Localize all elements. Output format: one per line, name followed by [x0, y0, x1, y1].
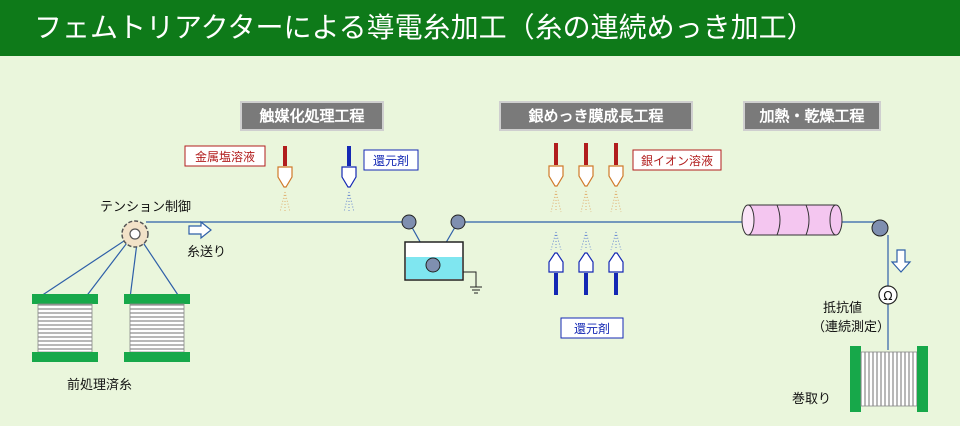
title-bar: フェムトリアクターによる導電糸加工（糸の連続めっき加工） [0, 0, 960, 56]
silver-ion-nozzles [548, 143, 624, 213]
reducer-box-2: 還元剤 [560, 317, 624, 339]
feed-arrow-icon [188, 220, 212, 240]
metal-salt-label: 金属塩溶液 [195, 149, 255, 164]
down-arrow-icon [890, 249, 912, 273]
reducer-nozzles-bottom [548, 231, 624, 295]
resistance-label: 抵抗値 [823, 300, 862, 316]
step-label-catalyst: 触媒化処理工程 [259, 107, 364, 125]
heater-cylinder [741, 204, 843, 236]
metal-salt-box: 金属塩溶液 [184, 145, 266, 167]
winding-spool [850, 346, 928, 412]
spool-right [124, 294, 190, 362]
step-label-drying: 加熱・乾燥工程 [758, 107, 864, 125]
spool-left [32, 294, 98, 362]
feed-label: 糸送り [187, 245, 226, 260]
page-title: フェムトリアクターによる導電糸加工（糸の連続めっき加工） [34, 11, 815, 44]
reducer-label-1: 還元剤 [373, 153, 409, 168]
reducer-box-1: 還元剤 [363, 149, 419, 171]
winding-label: 巻取り [792, 392, 831, 407]
reducer-label-2: 還元剤 [574, 321, 610, 336]
guide-roller [871, 219, 889, 237]
step-box-drying: 加熱・乾燥工程 [743, 101, 881, 131]
silver-ion-nozzle-3 [608, 143, 624, 213]
reducer-nozzle-bottom-3 [608, 231, 624, 295]
silver-ion-nozzle-2 [578, 143, 594, 213]
step-box-silver: 銀めっき膜成長工程 [499, 101, 693, 131]
pretreated-label: 前処理済糸 [67, 377, 132, 393]
silver-ion-box: 銀イオン溶液 [632, 149, 722, 171]
rinse-bath [401, 214, 482, 294]
resistance-sub-label: （連続測定） [812, 320, 890, 335]
tension-label: テンション制御 [100, 200, 191, 215]
silver-ion-nozzle-1 [548, 143, 564, 213]
reducer-nozzle-bottom-2 [578, 231, 594, 295]
silver-ion-label: 銀イオン溶液 [641, 153, 713, 168]
tension-pulley [121, 220, 149, 248]
ohm-symbol: Ω [883, 289, 892, 303]
step-label-silver: 銀めっき膜成長工程 [528, 107, 663, 125]
ohm-meter-icon: Ω [878, 285, 898, 305]
step-box-catalyst: 触媒化処理工程 [240, 101, 384, 131]
metal-salt-nozzle [277, 146, 293, 213]
reducer-nozzle-1 [341, 146, 357, 213]
reducer-nozzle-bottom-1 [548, 231, 564, 295]
